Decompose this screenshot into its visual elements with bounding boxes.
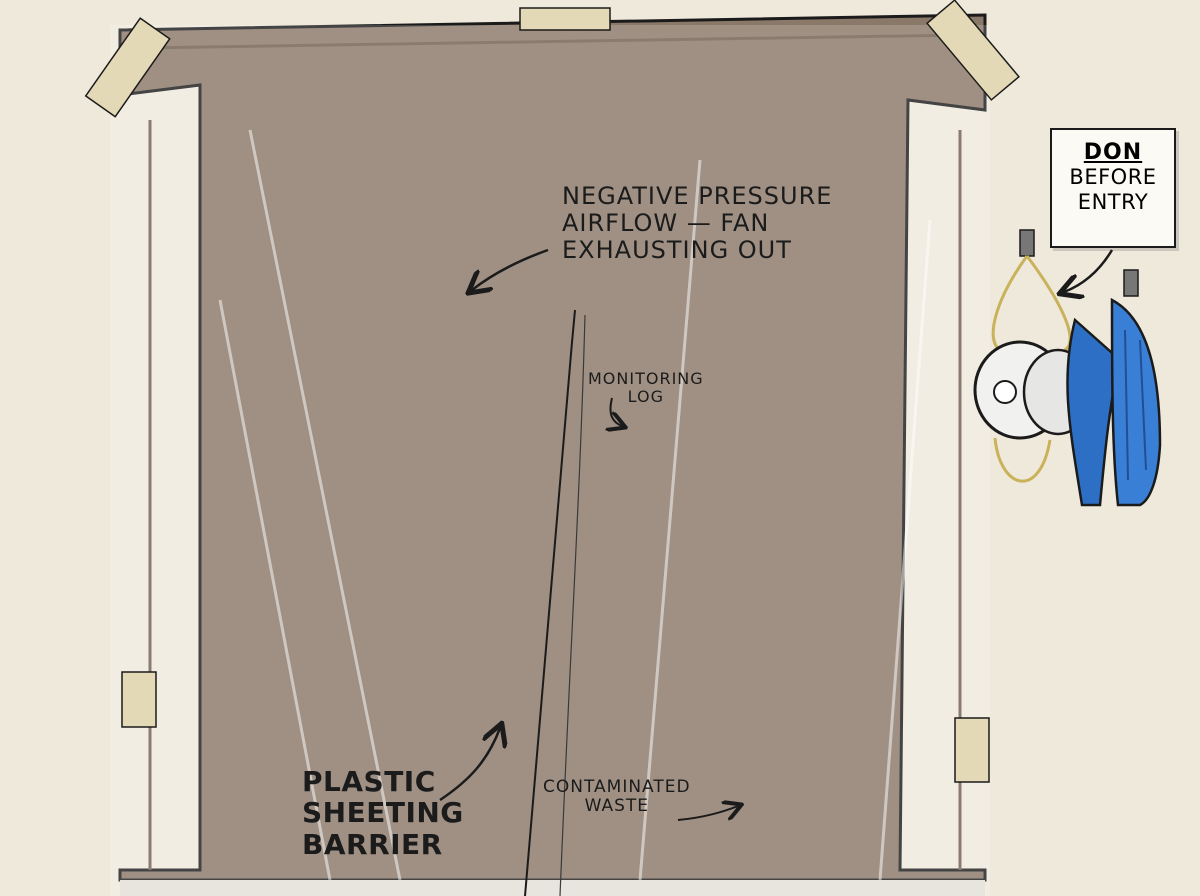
- don-before-entry-sign: DON BEFORE ENTRY: [1050, 128, 1176, 248]
- airflow-label: NEGATIVE PRESSURE AIRFLOW — FAN EXHAUSTI…: [562, 183, 832, 264]
- monitoring-log-label-line: LOG: [627, 386, 664, 406]
- airflow-label-line: AIRFLOW — FAN: [562, 208, 770, 237]
- tape-strips: [84, 0, 1020, 783]
- door-frame: [118, 13, 987, 896]
- waste-label-line: CONTAMINATED: [543, 777, 691, 797]
- barrier-label-line: SHEETING: [302, 796, 464, 830]
- nitrile-gloves-icon: [1066, 297, 1162, 507]
- airflow-label-line: EXHAUSTING OUT: [562, 235, 792, 264]
- barrier-label: PLASTIC SHEETING BARRIER: [302, 766, 464, 860]
- monitoring-log-label: MONITORING LOG: [588, 370, 704, 406]
- waste-label: CONTAMINATED WASTE: [543, 777, 691, 817]
- wall-hooks: [1019, 229, 1139, 297]
- barrier-label-line: PLASTIC: [302, 765, 436, 798]
- sign-line-3: ENTRY: [1077, 190, 1149, 215]
- monitoring-log-label-line: MONITORING: [588, 369, 704, 388]
- annotation-arrows: [439, 248, 1114, 821]
- plastic-sheeting: [110, 25, 990, 896]
- sign-line-2: BEFORE: [1069, 165, 1157, 189]
- barrier-label-line: BARRIER: [302, 827, 443, 861]
- airflow-label-line: NEGATIVE PRESSURE: [562, 182, 833, 210]
- waste-label-line: WASTE: [584, 796, 650, 817]
- sign-line-1: DON: [1083, 140, 1143, 165]
